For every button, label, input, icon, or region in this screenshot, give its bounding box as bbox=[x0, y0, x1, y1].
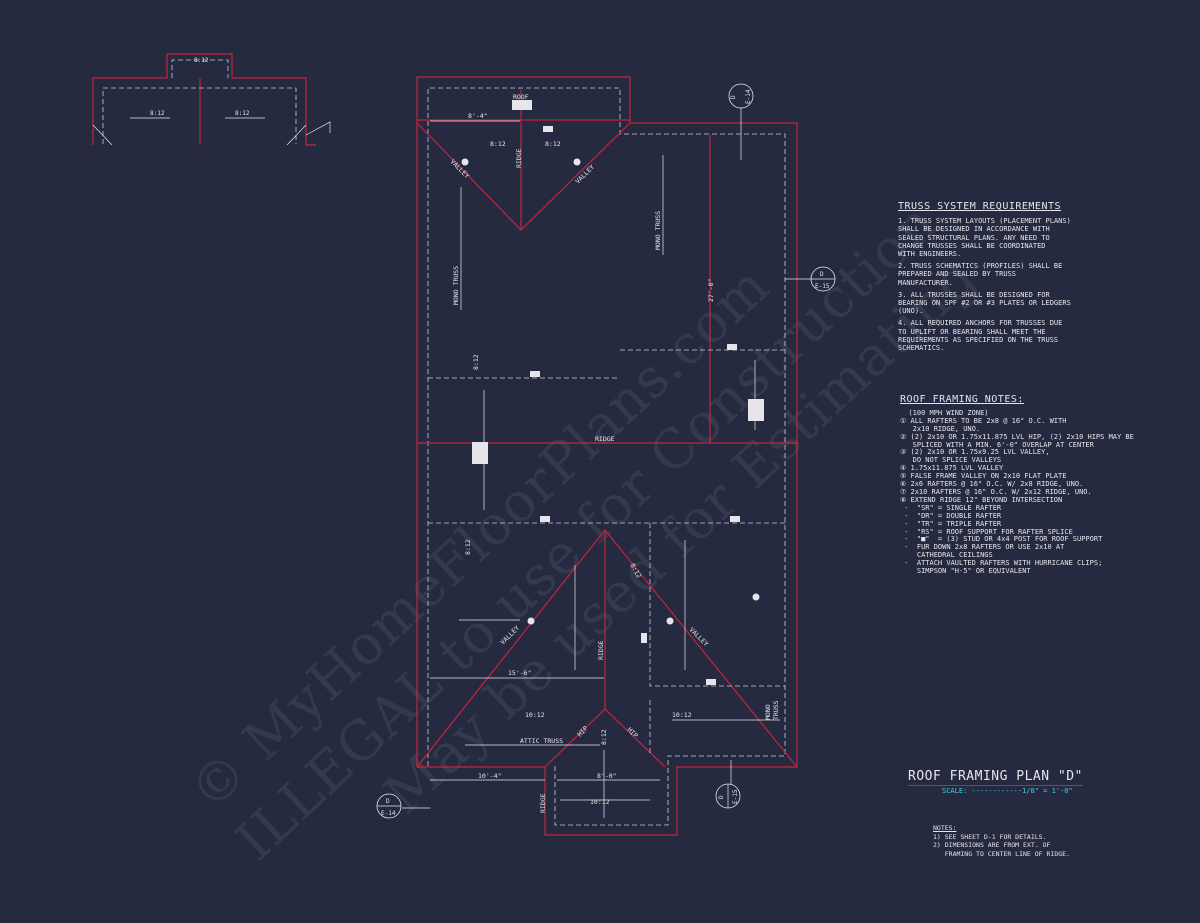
callout-d-e14-bottom[interactable]: D E-14 bbox=[376, 793, 430, 819]
pitch-label: 8:12 bbox=[472, 354, 480, 370]
roof-note-line: ③ (2) 2x10 OR 1.75x9.25 LVL VALLEY, bbox=[900, 448, 1050, 457]
callout-letter: D bbox=[730, 95, 737, 99]
roof-note-line: - "■" = (3) STUD OR 4x4 POST FOR ROOF SU… bbox=[900, 535, 1103, 544]
roof-note-line: DO NOT SPLICE VALLEYS bbox=[900, 456, 1002, 465]
pitch-label: 8:12 bbox=[628, 562, 643, 580]
callout-sheet: E-15 bbox=[815, 283, 830, 290]
roof-note-line: CATHEDRAL CEILINGS bbox=[900, 551, 993, 560]
callout-sheet: E-15 bbox=[732, 789, 739, 804]
roof-framing-notes: ROOF FRAMING NOTES: (100 MPH WIND ZONE) … bbox=[900, 394, 1190, 576]
ridge-label: RIDGE bbox=[515, 148, 523, 168]
plan-title: ROOF FRAMING PLAN "D" bbox=[908, 769, 1083, 786]
pitch-label: 10:12 bbox=[525, 711, 545, 719]
truss-requirements-title: TRUSS SYSTEM REQUIREMENTS bbox=[898, 201, 1062, 212]
ridge-label: RIDGE bbox=[597, 640, 605, 660]
pitch-label: 8:12 bbox=[600, 729, 608, 745]
roof-note-line: (100 MPH WIND ZONE) bbox=[900, 408, 989, 417]
general-notes: NOTES: 1) SEE SHEET D-1 FOR DETAILS. 2) … bbox=[933, 824, 1070, 858]
roof-label: ROOF bbox=[513, 93, 529, 101]
post-marker bbox=[752, 593, 760, 601]
truss-requirements: TRUSS SYSTEM REQUIREMENTS 1. TRUSS SYSTE… bbox=[898, 201, 1148, 356]
support-post bbox=[543, 126, 553, 132]
post-marker bbox=[666, 617, 674, 625]
valley-label: VALLEY bbox=[499, 624, 521, 646]
plan-labels: ROOF 8'-4" 8:12 8:12 RIDGE VALLEY VALLEY… bbox=[449, 93, 780, 813]
main-roof-plan bbox=[416, 76, 798, 836]
post-marker bbox=[461, 158, 469, 166]
support-post bbox=[540, 516, 550, 522]
mono-truss-label: MONO TRUSS bbox=[654, 211, 662, 250]
mono-truss-label: MONO bbox=[764, 704, 772, 720]
callout-sheet: E-14 bbox=[381, 810, 396, 817]
ridge-label: RIDGE bbox=[539, 793, 547, 813]
post-marker bbox=[527, 617, 535, 625]
attic-truss-label: ATTIC TRUSS bbox=[520, 737, 563, 745]
dimension-label: 15'-6" bbox=[508, 669, 531, 677]
roof-note-line: SPLICED WITH A MIN. 6'-0" OVERLAP AT CEN… bbox=[900, 440, 1094, 449]
post-marker bbox=[573, 158, 581, 166]
mono-truss-label: TRUSS bbox=[772, 700, 780, 720]
support-post bbox=[641, 633, 647, 643]
hip-label: HIP bbox=[626, 726, 640, 740]
callout-d-e15-right[interactable]: D E-15 bbox=[785, 266, 836, 292]
support-post bbox=[530, 371, 540, 377]
small-roof-detail: 8:12 8:12 8:12 bbox=[92, 53, 331, 146]
callout-letter: D bbox=[718, 795, 725, 799]
support-post bbox=[706, 679, 716, 685]
support-post bbox=[727, 344, 737, 350]
general-notes-title: NOTES: bbox=[933, 824, 957, 832]
truss-requirement-item: 2. TRUSS SCHEMATICS (PROFILES) SHALL BE … bbox=[898, 262, 1063, 287]
roof-note-line: - "RS" = ROOF SUPPORT FOR RAFTER SPLICE bbox=[900, 527, 1073, 536]
truss-requirement-item: 3. ALL TRUSSES SHALL BE DESIGNED FOR BEA… bbox=[898, 290, 1071, 316]
callout-sheet: E-14 bbox=[745, 89, 752, 104]
roof-framing-drawing: 8:12 8:12 8:12 bbox=[92, 53, 836, 836]
dimension-label: 8'-0" bbox=[597, 772, 617, 780]
roof-note-line: - FUR DOWN 2x8 RAFTERS OR USE 2x10 AT bbox=[900, 543, 1065, 552]
general-note-item: FRAMING TO CENTER LINE OF RIDGE. bbox=[933, 849, 1070, 858]
support-post bbox=[748, 399, 764, 421]
callout-letter: D bbox=[820, 271, 824, 278]
dimension-label: 27'-0" bbox=[707, 279, 715, 302]
truss-requirement-item: 4. ALL REQUIRED ANCHORS FOR TRUSSES DUE … bbox=[898, 319, 1063, 353]
pitch-label: 8:12 bbox=[150, 110, 165, 117]
roof-note-line: - "TR" = TRIPLE RAFTER bbox=[900, 519, 1002, 528]
general-note-item: 2) DIMENSIONS ARE FROM EXT. OF bbox=[933, 841, 1051, 850]
roof-note-line: ④ 1.75x11.875 LVL VALLEY bbox=[900, 464, 1004, 473]
mono-truss-label: MONO TRUSS bbox=[452, 266, 460, 305]
ridge-label: RIDGE bbox=[595, 435, 615, 443]
dimension-label: 10'-4" bbox=[478, 772, 501, 780]
roof-note-line: ⑥ 2x6 RAFTERS @ 16" O.C. W/ 2x8 RIDGE, U… bbox=[900, 480, 1084, 489]
support-post bbox=[472, 442, 488, 464]
roof-note-line: - "SR" = SINGLE RAFTER bbox=[900, 503, 1002, 512]
roof-note-line: - ATTACH VAULTED RAFTERS WITH HURRICANE … bbox=[900, 559, 1103, 568]
pitch-label: 8:12 bbox=[545, 140, 561, 148]
truss-requirement-item: 1. TRUSS SYSTEM LAYOUTS (PLACEMENT PLANS… bbox=[898, 217, 1071, 259]
roof-note-line: ⑧ EXTEND RIDGE 12" BEYOND INTERSECTION bbox=[900, 495, 1063, 504]
callout-d-e14-top[interactable]: D E-14 bbox=[728, 83, 754, 160]
plan-scale: SCALE: ------------1/8" = 1'-0" bbox=[942, 787, 1073, 795]
pitch-label: 10:12 bbox=[590, 798, 610, 806]
roof-note-line: 2x10 RIDGE, UNO. bbox=[900, 424, 981, 433]
roof-note-line: SIMPSON "H-5" OR EQUIVALENT bbox=[900, 567, 1031, 576]
roof-framing-notes-title: ROOF FRAMING NOTES: bbox=[900, 394, 1024, 405]
pitch-label: 8:12 bbox=[490, 140, 506, 148]
roof-note-line: ⑤ FALSE FRAME VALLEY ON 2x10 FLAT PLATE bbox=[900, 472, 1067, 481]
roof-note-line: ① ALL RAFTERS TO BE 2x8 @ 16" O.C. WITH bbox=[900, 416, 1067, 425]
roof-note-line: ⑦ 2x10 RAFTERS @ 16" O.C. W/ 2x12 RIDGE,… bbox=[900, 487, 1092, 496]
support-post bbox=[512, 100, 532, 110]
pitch-label: 8:12 bbox=[194, 57, 209, 64]
pitch-label: 10:12 bbox=[672, 711, 692, 719]
general-note-item: 1) SEE SHEET D-1 FOR DETAILS. bbox=[933, 832, 1047, 841]
roof-note-line: - "DR" = DOUBLE RAFTER bbox=[900, 511, 1002, 520]
pitch-label: 8:12 bbox=[464, 539, 472, 555]
dimension-label: 8'-4" bbox=[468, 112, 488, 120]
roof-note-line: ② (2) 2x10 OR 1.75x11.875 LVL HIP, (2) 2… bbox=[900, 432, 1134, 441]
support-post bbox=[730, 516, 740, 522]
callout-d-e15-bottom[interactable]: D E-15 bbox=[715, 760, 741, 809]
callout-letter: D bbox=[386, 798, 390, 805]
pitch-label: 8:12 bbox=[235, 110, 250, 117]
